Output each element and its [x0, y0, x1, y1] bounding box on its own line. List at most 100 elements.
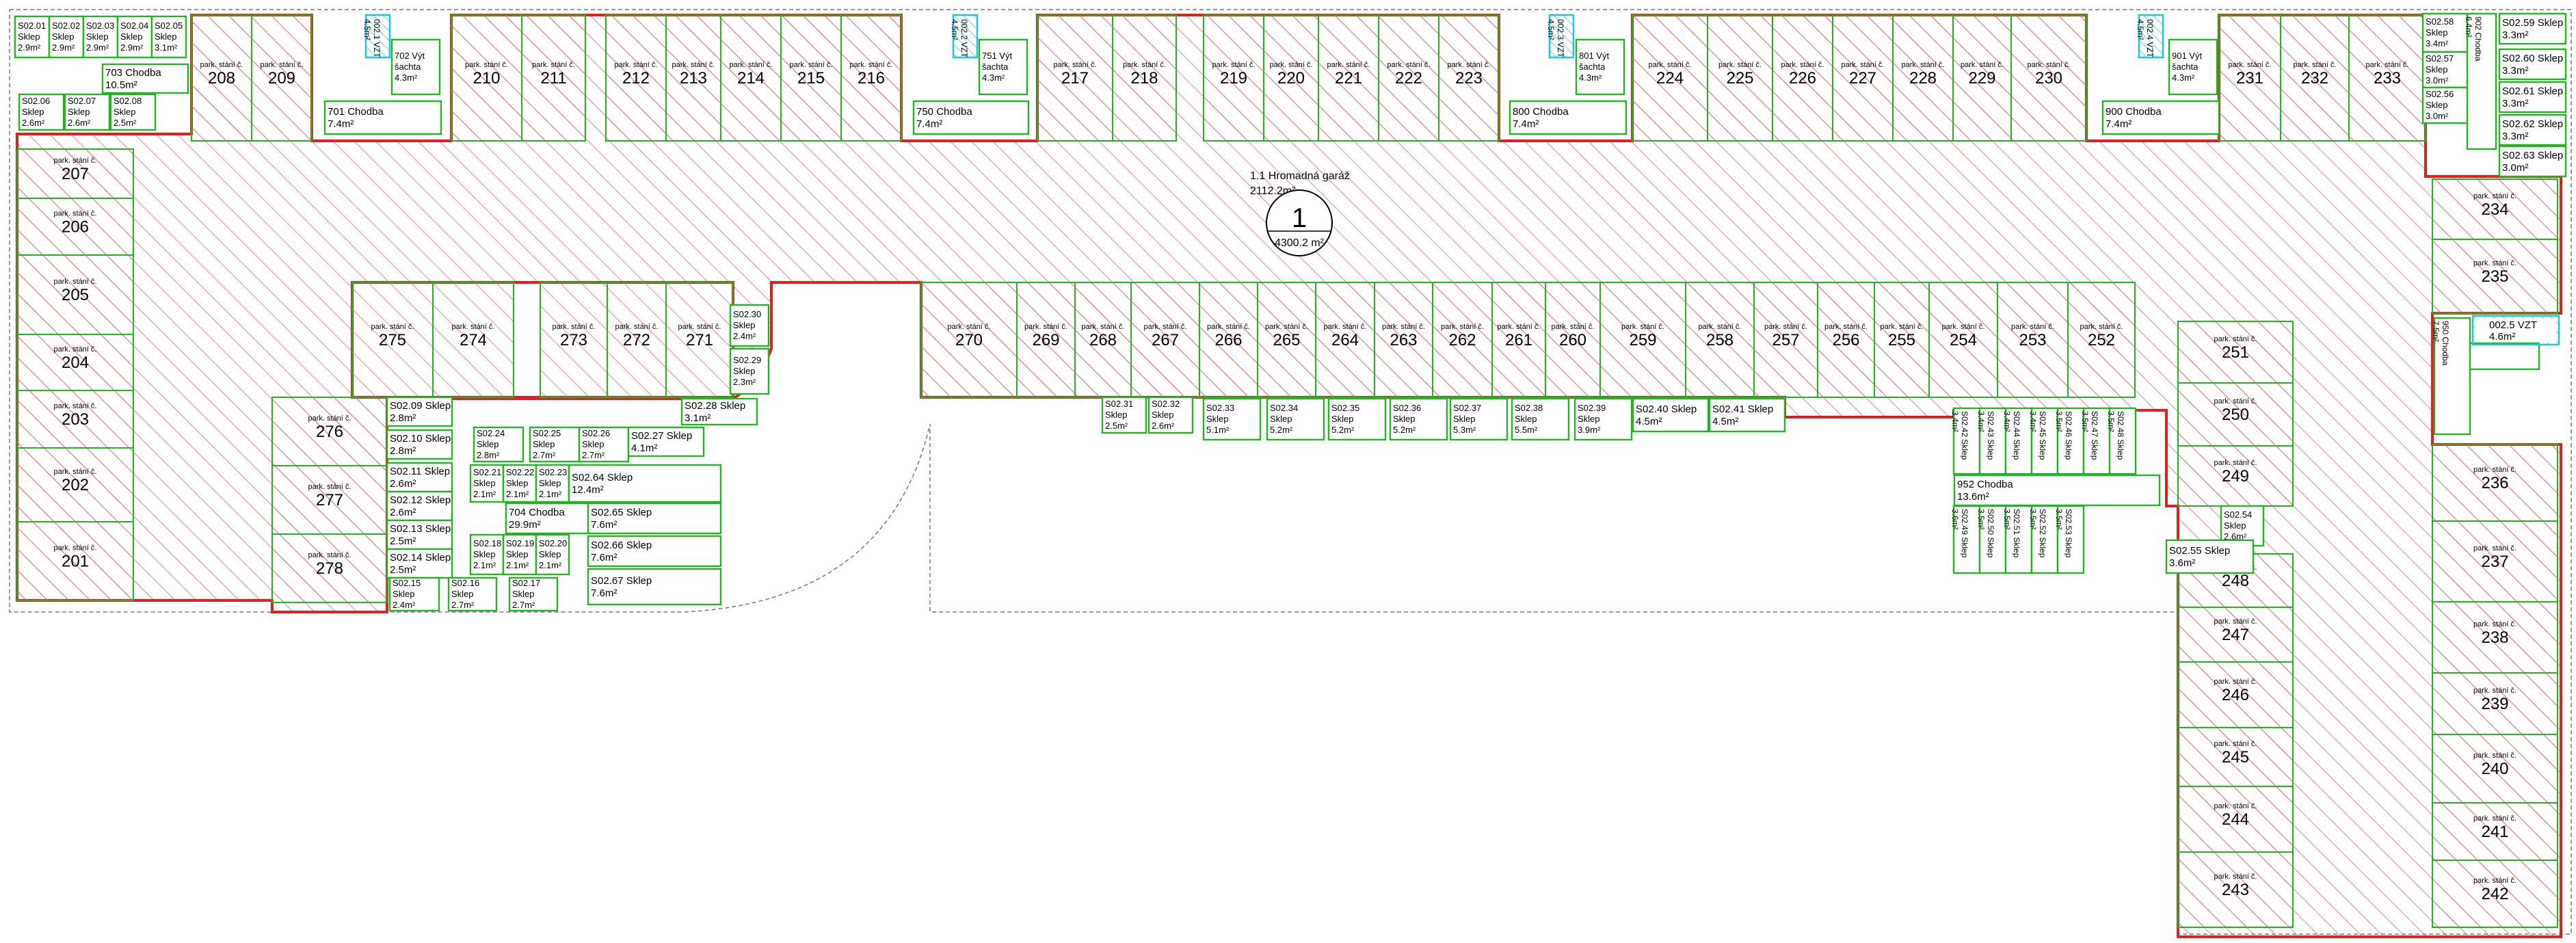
parking-stall-number: 262 — [1448, 331, 1476, 349]
parking-stall-253: park. stání č.253 — [1997, 282, 2069, 398]
room-outline — [48, 15, 85, 59]
room-outline — [1574, 397, 1633, 441]
parking-stall-outline — [1997, 282, 2069, 398]
parking-stall-229: park. stání č.229 — [1952, 14, 2012, 142]
room-outline — [508, 576, 559, 612]
room-label: 4.5m² — [1712, 416, 1738, 427]
room-outline — [2004, 505, 2033, 574]
parking-stall-prefix: park. stání č. — [1902, 61, 1945, 69]
parking-stall-number: 256 — [1832, 331, 1859, 349]
parking-stall-outline — [1438, 14, 1500, 142]
room-label: S02.44 Sklep — [2012, 411, 2021, 460]
parking-stall-number: 221 — [1335, 69, 1362, 88]
room-label: 2.6m² — [390, 507, 416, 518]
room-label: S02.36 — [1393, 403, 1421, 413]
parking-stall-prefix: park. stání č. — [1265, 323, 1308, 331]
parking-stall-number: 258 — [1706, 331, 1734, 349]
parking-stall-prefix: park. stání č. — [465, 61, 508, 69]
parking-stall-number: 238 — [2481, 628, 2508, 647]
room-label: 3.5m² — [2002, 509, 2012, 530]
parking-stall-outline — [2432, 444, 2558, 522]
room-label: Sklep — [2426, 100, 2448, 110]
vzt-shaft-outline — [364, 14, 391, 59]
parking-stall-prefix: park. stání č. — [1448, 61, 1491, 69]
parking-stall-prefix: park. stání č. — [1207, 323, 1250, 331]
room-outline — [1327, 397, 1387, 441]
room-label: S02.07 — [68, 96, 96, 106]
parking-stall-prefix: park. stání č. — [200, 61, 243, 69]
room-label: 2.5m² — [390, 564, 416, 576]
parking-stall-outline — [665, 14, 721, 142]
parking-stall-prefix: park. stání č. — [2214, 873, 2257, 881]
room-label: šachta — [1579, 62, 1606, 72]
room-label: Sklep — [1270, 414, 1292, 424]
parking-stall-number: 233 — [2374, 69, 2401, 88]
room-label: šachta — [982, 62, 1009, 72]
room-label: 7.6m² — [591, 587, 617, 599]
parking-stall-number: 234 — [2481, 200, 2508, 219]
parking-stall-201: park. stání č.201 — [16, 521, 134, 601]
parking-stall-outline — [1892, 14, 1954, 142]
parking-stall-prefix: park. stání č. — [2214, 617, 2257, 626]
parking-stall-237: park. stání č.237 — [2432, 520, 2558, 602]
parking-stall-224: park. stání č.224 — [1632, 14, 1708, 142]
parking-stall-prefix: park. stání č. — [1144, 323, 1187, 331]
room-label: S02.42 Sklep — [1960, 411, 1969, 460]
room-label: 3.5m² — [1976, 509, 1986, 530]
parking-stall-outline — [2177, 727, 2294, 787]
rooms-layer: S02.01Sklep2.9m²S02.02Sklep2.9m²S02.03Sk… — [14, 12, 2567, 612]
room-label: Sklep — [1453, 414, 1476, 424]
parking-stall-number: 250 — [2222, 406, 2249, 424]
parking-stall-outline — [2432, 178, 2558, 240]
room-outline — [535, 464, 570, 503]
parking-stall-outline — [2218, 14, 2281, 142]
parking-stall-prefix: park. stání č. — [2473, 192, 2517, 200]
parking-stall-210: park. stání č.210 — [451, 14, 522, 142]
room-label: S02.48 Sklep — [2116, 411, 2125, 460]
parking-stall-outline — [16, 521, 134, 601]
parking-stall-prefix: park. stání č. — [1881, 323, 1924, 331]
vzt-label: 4.5m² — [362, 19, 372, 40]
room-outline — [729, 347, 770, 395]
parking-stall-250: park. stání č.250 — [2177, 382, 2294, 447]
room-label: 952 Chodba — [1957, 479, 2013, 490]
room-label: S02.03 — [86, 21, 114, 31]
parking-stall-number: 259 — [1629, 331, 1656, 349]
parking-stall-prefix: park. stání č. — [1387, 61, 1431, 69]
parking-stall-outline — [780, 14, 842, 142]
parking-stall-number: 252 — [2088, 331, 2115, 349]
parking-stall-prefix: park. stání č. — [2214, 335, 2257, 343]
parking-stall-number: 264 — [1331, 331, 1359, 349]
vzt-shaft-outline — [2138, 14, 2164, 59]
parking-stall-212: park. stání č.212 — [605, 14, 667, 142]
room-label: 3.5m² — [2054, 509, 2064, 530]
parking-stall-number: 249 — [2222, 467, 2249, 486]
parking-stall-prefix: park. stání č. — [553, 323, 596, 331]
parking-stall-number: 236 — [2481, 474, 2508, 492]
room-outline — [2030, 505, 2059, 574]
parking-stall-prefix: park. stání č. — [2473, 687, 2517, 695]
room-label: 704 Chodba — [509, 507, 565, 518]
room-outline — [1978, 505, 2007, 574]
room-outline — [1511, 397, 1570, 441]
vzt-shaft-outline — [1548, 14, 1575, 59]
parking-stall-outline — [1599, 282, 1686, 398]
room-label: Sklep — [473, 478, 496, 488]
room-outline — [1953, 474, 2161, 507]
parking-stall-245: park. stání č.245 — [2177, 727, 2294, 787]
room-label: 7.6m² — [591, 519, 617, 531]
